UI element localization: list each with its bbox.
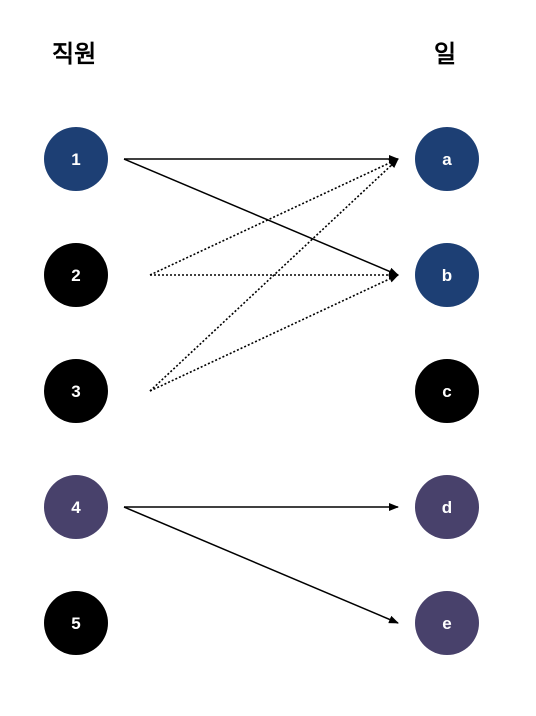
job-label-d: d (442, 498, 452, 517)
employee-circle-2 (44, 243, 108, 307)
jobs-column-title: 일 (434, 40, 457, 68)
employee-circle-3 (44, 359, 108, 423)
job-node-e: e (415, 591, 479, 655)
employee-circle-5 (44, 591, 108, 655)
job-node-c: c (415, 359, 479, 423)
job-node-b: b (415, 243, 479, 307)
employee-label-5: 5 (71, 614, 80, 633)
job-label-b: b (442, 266, 452, 285)
edge-3-a (149, 158, 399, 392)
job-node-a: a (415, 127, 479, 191)
edge-1-b (123, 158, 399, 276)
employee-circle-1 (44, 127, 108, 191)
job-label-c: c (442, 382, 451, 401)
job-node-d: d (415, 475, 479, 539)
employee-circle-4 (44, 475, 108, 539)
employee-label-1: 1 (71, 150, 80, 169)
employee-node-4: 4 (44, 475, 108, 539)
employee-label-3: 3 (71, 382, 80, 401)
edges-layer (123, 155, 399, 624)
employee-label-4: 4 (71, 498, 81, 517)
employees-column-title: 직원 (52, 40, 97, 68)
edge-2-a (149, 158, 399, 276)
employee-node-2: 2 (44, 243, 108, 307)
job-label-e: e (442, 614, 451, 633)
job-circle-b (415, 243, 479, 307)
employee-label-2: 2 (71, 266, 80, 285)
nodes-layer: 1 2 3 4 5 a b c d e (44, 127, 479, 655)
employee-node-1: 1 (44, 127, 108, 191)
edge-3-b (149, 274, 399, 392)
job-circle-c (415, 359, 479, 423)
job-circle-d (415, 475, 479, 539)
employee-node-3: 3 (44, 359, 108, 423)
edge-4-e (123, 506, 399, 624)
job-circle-a (415, 127, 479, 191)
job-label-a: a (442, 150, 452, 169)
employee-node-5: 5 (44, 591, 108, 655)
job-circle-e (415, 591, 479, 655)
